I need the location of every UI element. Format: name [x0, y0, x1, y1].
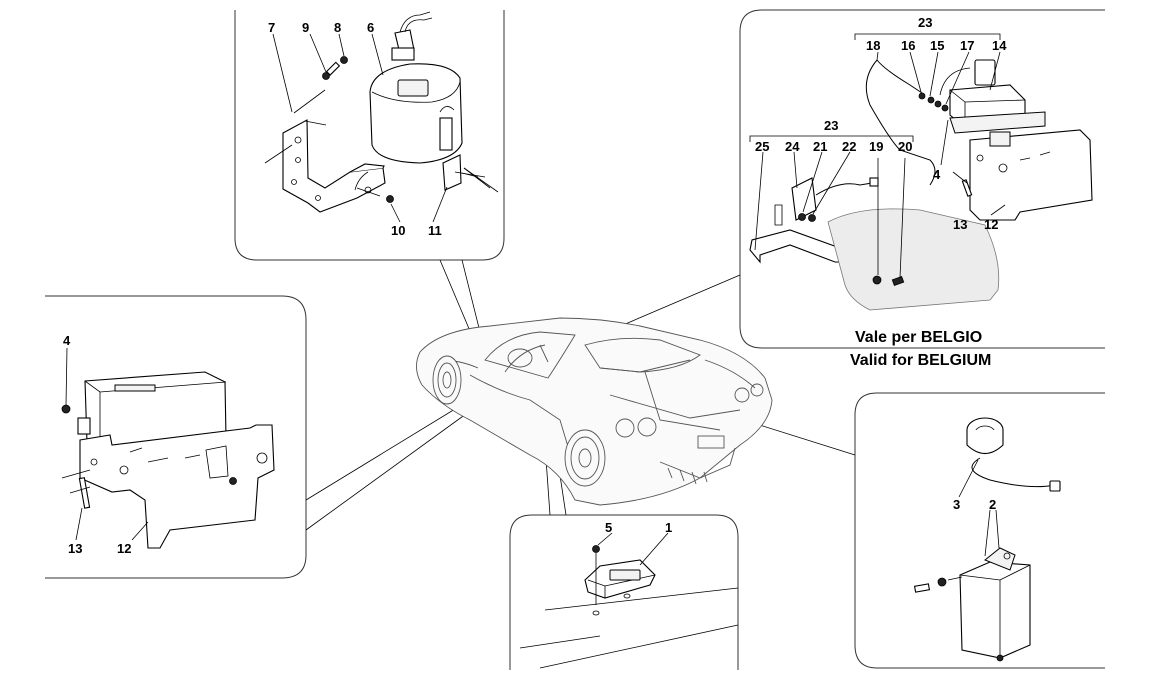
callout-22: 22 — [842, 139, 856, 154]
right-top-panel-parts — [749, 33, 1093, 311]
callout-5: 5 — [605, 520, 612, 535]
callout-13: 13 — [68, 541, 82, 556]
bottom-center-panel-parts — [519, 545, 739, 669]
callout-13-right: 13 — [953, 217, 967, 232]
callout-25: 25 — [755, 139, 769, 154]
callout-leaders — [65, 33, 1006, 566]
right-bottom-panel-callouts: 3 2 — [953, 497, 996, 512]
callout-24: 24 — [785, 139, 800, 154]
top-panel-parts — [264, 11, 499, 213]
right-bottom-panel-parts — [913, 417, 1061, 662]
bottom-center-panel-frame — [509, 514, 739, 670]
callout-17: 17 — [960, 38, 974, 53]
callout-19: 19 — [869, 139, 883, 154]
caption-english: Valid for BELGIUM — [850, 352, 991, 369]
callout-23-left: 23 — [824, 118, 838, 133]
callout-3: 3 — [953, 497, 960, 512]
callout-12: 12 — [117, 541, 131, 556]
callout-4-right: 4 — [933, 167, 941, 182]
callout-6: 6 — [367, 20, 374, 35]
callout-7: 7 — [268, 20, 275, 35]
right-top-panel-frame — [739, 9, 1105, 349]
callout-1: 1 — [665, 520, 672, 535]
callout-21: 21 — [813, 139, 827, 154]
callout-18: 18 — [866, 38, 880, 53]
bottom-center-panel-callouts: 5 1 — [605, 520, 672, 535]
callout-20: 20 — [898, 139, 912, 154]
top-panel-frame — [234, 10, 505, 261]
callout-23-top: 23 — [918, 15, 932, 30]
top-panel-callouts: 7 9 8 6 10 11 — [268, 20, 442, 238]
left-panel-frame — [45, 295, 307, 579]
callout-9: 9 — [302, 20, 309, 35]
right-top-panel-callouts: 23 18 16 15 17 14 23 25 24 21 22 19 20 4… — [755, 15, 1007, 232]
callout-4: 4 — [63, 333, 71, 348]
car-illustration — [416, 317, 773, 506]
callout-12-right: 12 — [984, 217, 998, 232]
right-bottom-panel-frame — [854, 392, 1105, 669]
caption-italian: Vale per BELGIO — [855, 329, 982, 346]
callout-11: 11 — [428, 223, 442, 238]
left-panel-callouts: 4 13 12 — [63, 333, 131, 556]
callout-16: 16 — [901, 38, 915, 53]
callout-10: 10 — [391, 223, 405, 238]
callout-15: 15 — [930, 38, 944, 53]
left-panel-parts — [61, 371, 275, 549]
callout-2: 2 — [989, 497, 996, 512]
callout-14: 14 — [992, 38, 1007, 53]
callout-8: 8 — [334, 20, 341, 35]
